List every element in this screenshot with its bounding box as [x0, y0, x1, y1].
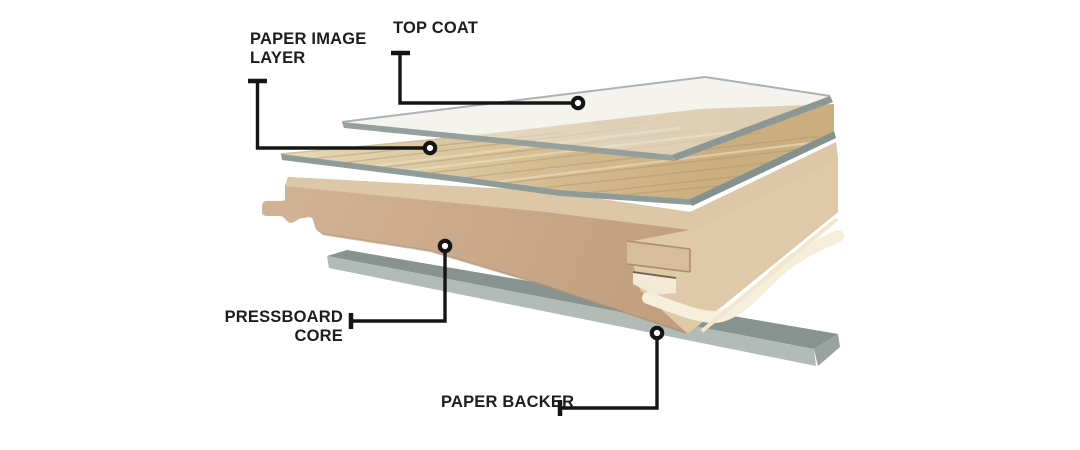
label-pressboard-core: PRESSBOARD CORE	[210, 308, 343, 346]
label-paper-image-layer: PAPER IMAGE LAYER	[250, 30, 367, 68]
paper-image-callout-dot	[422, 140, 438, 156]
paper-image-back-edge	[280, 136, 461, 155]
label-paper-image-layer-line2: LAYER	[250, 49, 306, 67]
label-top-coat: TOP COAT	[393, 19, 478, 38]
paper-backer-callout-line	[560, 340, 659, 410]
label-paper-backer: PAPER BACKER	[441, 393, 574, 412]
top-coat-callout-line	[398, 53, 571, 105]
top-coat-face	[342, 77, 830, 155]
top-coat-back-edge	[341, 75, 831, 123]
paper-image-callout-line	[255, 81, 424, 150]
groove-notch-edge	[632, 271, 677, 279]
label-pressboard-core-line2: CORE	[294, 327, 343, 345]
tongue-highlight	[642, 230, 844, 324]
end-rim-highlight	[700, 217, 839, 333]
label-paper-backer-line1: PAPER BACKER	[441, 393, 575, 411]
pressboard-core-layer	[262, 142, 844, 334]
pressboard-callout-dot	[437, 238, 453, 254]
top-coat-front-edge	[342, 122, 674, 161]
pressboard-core-end-face	[627, 158, 838, 334]
paper-backer-front-face	[327, 256, 816, 366]
pressboard-core-top-face	[285, 142, 838, 230]
label-top-coat-line1: TOP COAT	[393, 19, 479, 37]
groove-notch	[633, 272, 676, 295]
pressboard-callout-line	[351, 253, 447, 323]
groove-step-edges	[626, 240, 691, 273]
top-coat-callout-dot	[570, 95, 586, 111]
paper-backer-end-face	[814, 334, 840, 366]
paper-image-front-edge	[281, 154, 692, 205]
callout-connectors	[248, 50, 659, 416]
core-bottom-shade	[321, 233, 687, 334]
top-coat-layer	[341, 75, 833, 161]
paper-image-end-edge	[690, 131, 836, 206]
callout-dots	[422, 95, 665, 341]
top-coat-end-edge	[672, 96, 833, 161]
label-pressboard-core-line1: PRESSBOARD	[224, 308, 343, 326]
groove-step	[627, 241, 690, 272]
paper-backer-callout-dot	[649, 325, 665, 341]
label-paper-image-layer-line1: PAPER IMAGE	[250, 30, 367, 48]
